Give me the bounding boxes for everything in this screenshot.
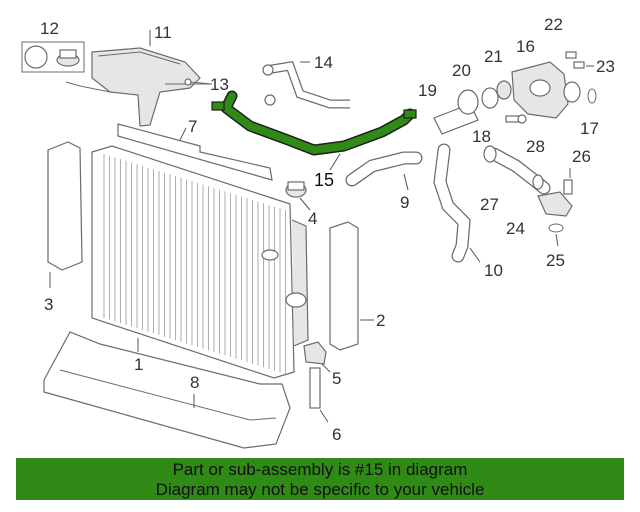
part-3-left-deflector [47, 141, 83, 288]
part-6-sensor [309, 367, 329, 423]
callout-20: 20 [452, 61, 471, 80]
callout-13: 13 [210, 75, 229, 94]
part-19-pipe [433, 89, 479, 135]
callout-10: 10 [484, 261, 503, 280]
callout-25: 25 [546, 251, 565, 270]
callout-7: 7 [188, 117, 197, 136]
banner-line-1: Part or sub-assembly is #15 in diagram [172, 460, 468, 479]
callout-4: 4 [308, 209, 317, 228]
callout-6: 6 [332, 425, 341, 444]
callout-12: 12 [40, 19, 59, 38]
callout-27: 27 [480, 195, 499, 214]
part-1-radiator [91, 145, 309, 379]
part-12-cap-kit [21, 41, 85, 73]
callout-23: 23 [596, 57, 615, 76]
part-11-reservoir [65, 30, 210, 127]
part-20-gasket [481, 87, 499, 109]
part-23-bolt [573, 61, 594, 69]
callout-14: 14 [314, 53, 333, 72]
part-16-housing [511, 61, 581, 119]
callout-labels: 12 11 13 14 7 15 4 9 3 1 2 5 8 6 10 19 2… [40, 15, 615, 444]
part-7-upper-bracket [117, 123, 273, 181]
callout-16: 16 [516, 37, 535, 56]
callout-22: 22 [544, 15, 563, 34]
callout-17: 17 [580, 119, 599, 138]
banner-line-2: Diagram may not be specific to your vehi… [155, 480, 485, 499]
part-10-hose [433, 143, 481, 263]
part-25-o-ring [548, 223, 564, 247]
callout-24: 24 [506, 219, 525, 238]
part-8-lower-shield [43, 331, 291, 449]
callout-28: 28 [526, 137, 545, 156]
part-22-bolt [565, 51, 577, 59]
callout-2: 2 [376, 311, 385, 330]
callout-5: 5 [332, 369, 341, 388]
part-4-cap [285, 181, 311, 211]
part-28-clamp [532, 174, 544, 190]
callout-26: 26 [572, 147, 591, 166]
callout-21: 21 [484, 47, 503, 66]
part-15-hose-highlighted [211, 90, 417, 171]
part-24-outlet [537, 191, 573, 217]
callout-3: 3 [44, 295, 53, 314]
part-18-bolt [505, 114, 527, 124]
part-2-right-deflector [329, 221, 374, 351]
part-13-fitting [184, 78, 213, 86]
callout-1: 1 [134, 355, 143, 374]
callout-15: 15 [314, 170, 334, 190]
part-26-sensor [563, 168, 573, 195]
parts-diagram: 12 11 13 14 7 15 4 9 3 1 2 5 8 6 10 19 2… [21, 15, 615, 449]
part-17-o-ring [587, 88, 597, 104]
part-5-bracket [303, 341, 331, 373]
callout-19: 19 [418, 81, 437, 100]
callout-11: 11 [154, 23, 172, 42]
part-21-thermostat [496, 80, 512, 100]
callout-8: 8 [190, 373, 199, 392]
info-banner: Part or sub-assembly is #15 in diagram D… [16, 458, 624, 500]
callout-9: 9 [400, 193, 409, 212]
callout-18: 18 [472, 127, 491, 146]
part-9-hose [345, 151, 423, 191]
part-14-hose [262, 60, 350, 109]
